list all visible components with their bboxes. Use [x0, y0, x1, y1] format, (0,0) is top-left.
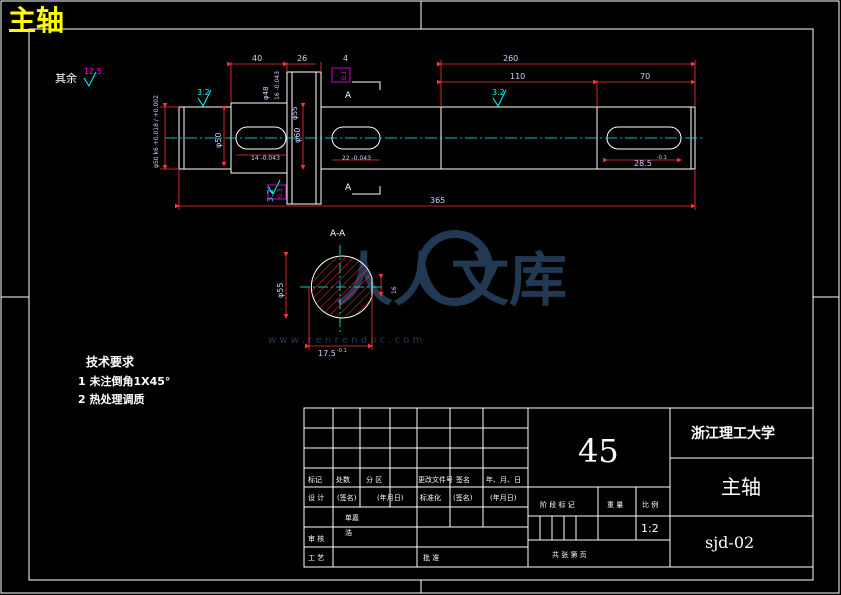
material: 45: [578, 432, 619, 470]
dim-28-5-tol: -0.1: [657, 155, 667, 161]
dim-d48: φ48: [262, 86, 270, 100]
section-markers: [352, 81, 381, 195]
lbl-process: 工 艺: [308, 554, 324, 562]
surface-note-value: 12.5: [84, 67, 102, 76]
dim-16-tol: 16 -0.043: [274, 71, 281, 100]
watermark-url: w w w . r e n r e n d o c . c o m: [268, 335, 422, 346]
section-title: A-A: [330, 229, 346, 239]
tolerance-a: 0.1: [341, 70, 348, 80]
dim-d50-left: φ50: [214, 133, 223, 148]
roughness-b: 3.2: [492, 88, 505, 97]
dim-14-tol: 14 -0.043: [251, 155, 280, 162]
dim-22-tol: 22 -0.043: [342, 155, 371, 162]
lbl-approve: 批 准: [423, 553, 439, 562]
dimension-texts: 40 26 4 260 110 70 365 φ50 k6 +0.018 / +…: [153, 54, 667, 205]
tech-heading: 技术要求: [86, 354, 135, 369]
lbl-sign2: (签名): [453, 493, 473, 502]
dim-40: 40: [252, 54, 262, 63]
scale-value: 1:2: [641, 522, 659, 535]
lbl-weight: 重 量: [607, 501, 623, 509]
hdr-sign: 签名: [456, 475, 470, 484]
part-name: 主轴: [721, 475, 761, 499]
hdr-docno: 更改文件号: [418, 475, 453, 484]
lbl-date2: (年月日): [490, 493, 517, 502]
lbl-review: 审 核: [308, 534, 324, 543]
section-marker-top: A: [345, 91, 352, 101]
dim-28-5: 28.5: [634, 159, 652, 168]
watermark: 人人文库 w w w . r e n r e n d o c . c o m: [268, 230, 567, 346]
watermark-text: 人人文库: [335, 246, 567, 314]
roughness-texts: 其余 12.5 3.2 3.2 3.2: [55, 67, 505, 202]
section-17-5-tol: -0.1: [337, 348, 347, 354]
tech-item-2: 2 热处理调质: [78, 392, 144, 406]
hdr-mark: 标记: [308, 475, 322, 484]
dim-4: 4: [343, 54, 348, 63]
title-block: [303, 407, 814, 568]
lbl-sign1: (签名): [337, 493, 357, 502]
dim-365: 365: [430, 196, 445, 205]
section-view: [283, 245, 385, 350]
drawing-number: sjd-02: [705, 533, 754, 552]
lbl-handwrite2: 浩: [345, 528, 352, 537]
lbl-handwrite: 单嘉: [345, 513, 359, 522]
dim-26: 26: [297, 54, 307, 63]
dim-d55: φ55: [291, 106, 299, 120]
section-marker-bottom: A: [345, 183, 352, 193]
lbl-std: 标准化: [420, 493, 441, 502]
roughness-a: 3.2: [197, 88, 210, 97]
roughness-c: 3.2: [266, 189, 275, 202]
dim-110: 110: [510, 72, 525, 81]
tolerance-b: 0.3: [277, 188, 284, 198]
hdr-zone: 分 区: [366, 475, 382, 484]
section-key: 16: [391, 286, 398, 294]
lbl-date1: (年月日): [377, 493, 404, 502]
lbl-scale: 比 例: [642, 500, 658, 509]
hdr-count: 处数: [336, 475, 350, 484]
page-title: 主轴: [8, 4, 64, 37]
dimension-lines: [160, 60, 696, 210]
tech-item-1: 1 未注倒角1X45°: [78, 374, 170, 388]
section-d55: φ55: [276, 283, 285, 298]
hdr-date: 年、月、日: [486, 475, 521, 484]
lbl-sheets: 共 张 第 页: [552, 550, 587, 559]
dim-70: 70: [640, 72, 650, 81]
school-name: 浙江理工大学: [691, 425, 775, 442]
section-17-5: 17.5: [318, 349, 336, 358]
dim-d60: φ60: [293, 128, 302, 143]
dim-d50k6: φ50 k6 +0.018 / +0.002: [153, 95, 160, 168]
tech-requirements: 技术要求 1 未注倒角1X45° 2 热处理调质: [78, 354, 170, 406]
lbl-design: 设 计: [308, 493, 324, 502]
tolerance-frames: [267, 67, 351, 200]
surface-note-label: 其余: [55, 71, 77, 85]
lbl-stage: 阶 段 标 记: [540, 500, 575, 509]
dim-260: 260: [503, 54, 518, 63]
